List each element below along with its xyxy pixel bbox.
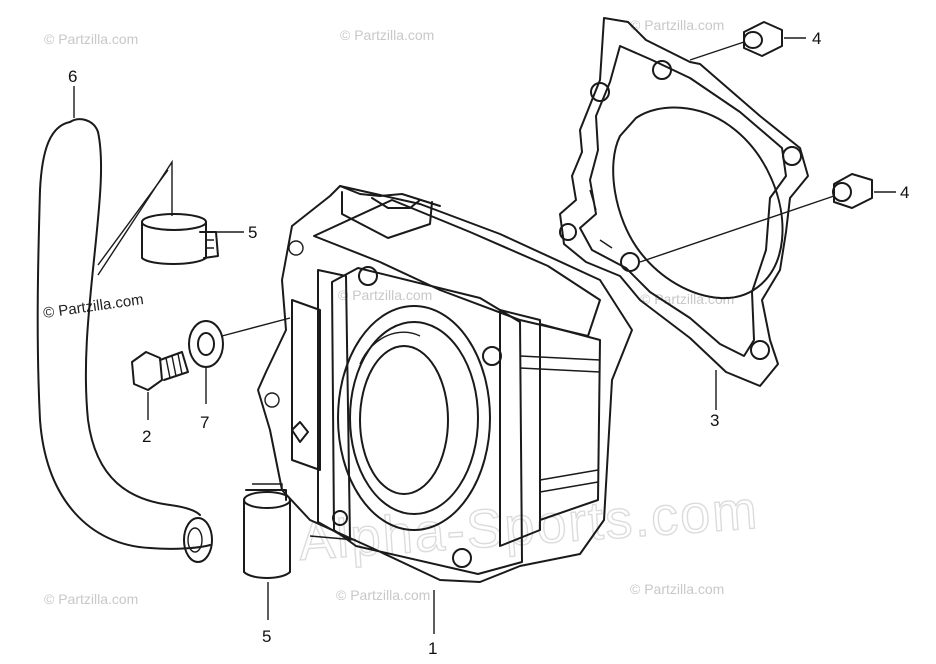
clamp-upper [97,159,219,276]
bolt-part [131,351,189,391]
clamp-lower [243,483,291,579]
washer-part [188,317,291,368]
watermark-text: © Partzilla.com [630,17,724,33]
leader-lines [73,86,717,634]
hose-part [36,118,213,563]
large-watermark: Alpha-Sports.com [297,480,761,572]
watermark-text: © Partzilla.com [340,27,434,43]
callout-2: 2 [142,427,151,446]
partzilla-watermark: © Partzilla.com [42,291,144,322]
cylinder-part [257,185,633,583]
watermark-text: © Partzilla.com [336,587,430,603]
callout-3: 3 [710,411,719,430]
watermark-layer: © Partzilla.com © Partzilla.com © Partzi… [44,17,762,607]
watermark-text: © Partzilla.com [44,31,138,47]
callout-4-lower: 4 [900,183,909,202]
watermark-text: © Partzilla.com [338,287,432,303]
callout-5-upper: 5 [248,223,257,242]
callout-5-lower: 5 [262,627,271,646]
callout-7: 7 [200,413,209,432]
watermark-text: © Partzilla.com [44,591,138,607]
callout-4-upper: 4 [812,29,821,48]
dowel-pin-lower [639,173,896,263]
callout-1: 1 [428,639,437,658]
gasket-part [559,17,809,387]
watermark-text: © Partzilla.com [630,581,724,597]
watermark-text: © Partzilla.com [640,291,734,307]
dowel-pin-upper [689,21,806,61]
callout-labels: 6 5 2 7 3 4 4 5 1 [68,29,909,658]
callout-6: 6 [68,67,77,86]
